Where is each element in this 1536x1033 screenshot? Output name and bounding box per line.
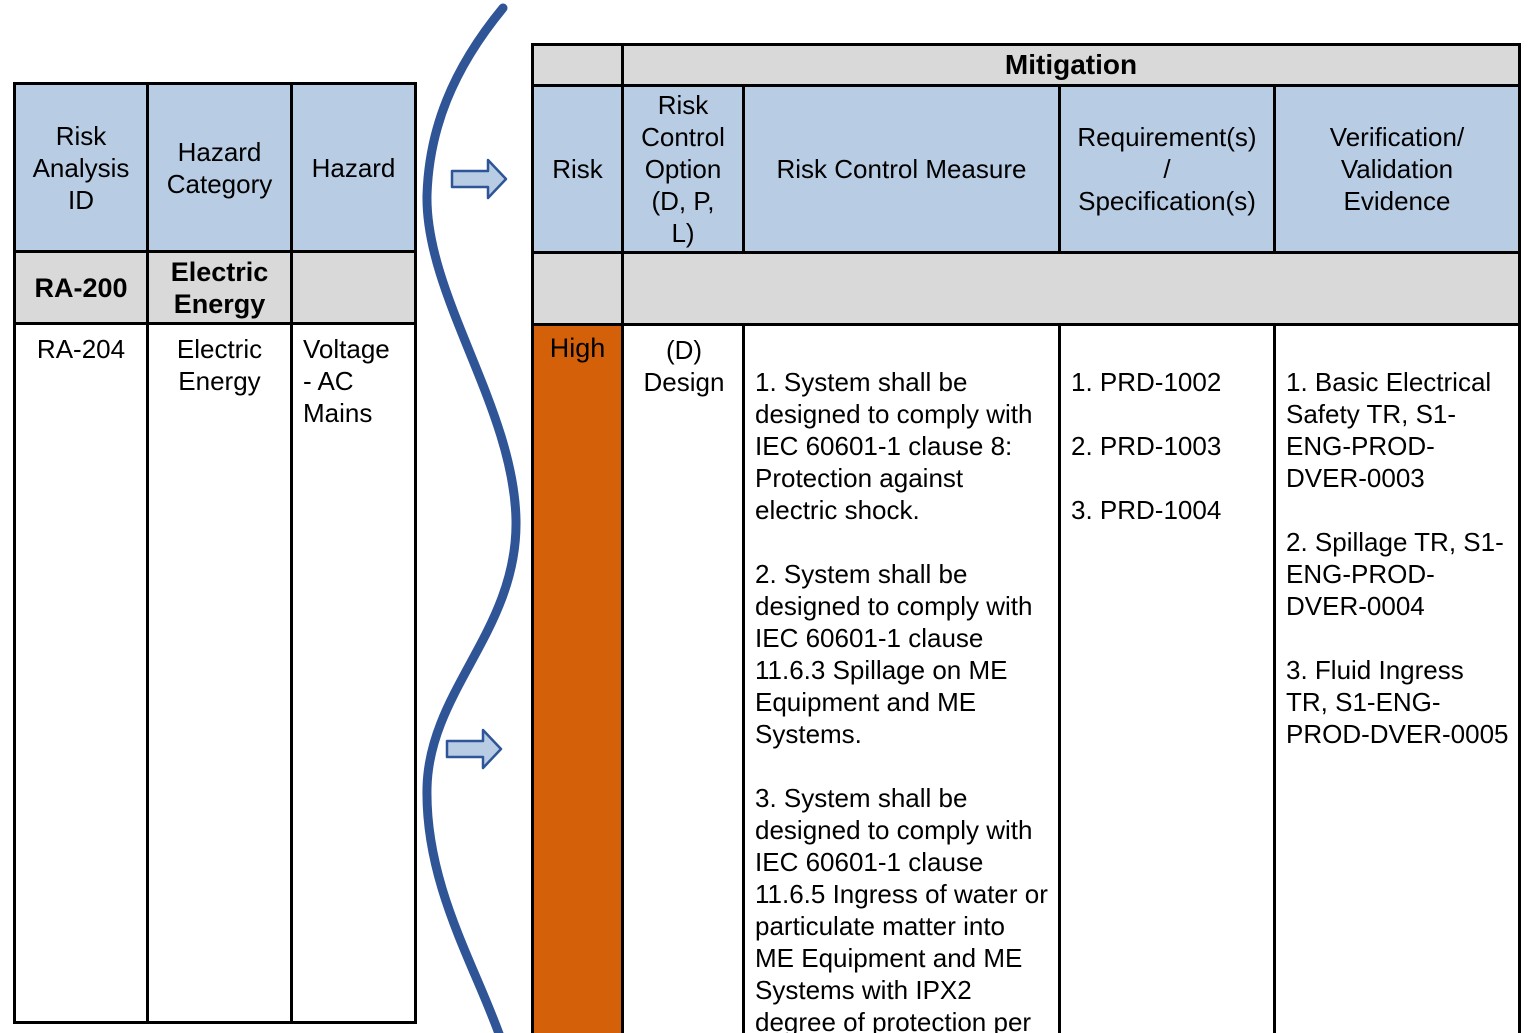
cell-verification-evidence: 1. Basic Electrical Safety TR, S1-ENG-PR… bbox=[1272, 323, 1522, 1033]
cell-risk-control-option: (D) Design bbox=[621, 323, 745, 1033]
evidence-item: 3. Fluid Ingress TR, S1-ENG-PROD-DVER-00… bbox=[1286, 655, 1509, 749]
header-hazard: Hazard bbox=[290, 82, 417, 253]
hazard-table-header-row: Risk Analysis ID Hazard Category Hazard bbox=[13, 82, 417, 253]
category-row-ra-200: RA-200 Electric Energy bbox=[13, 250, 417, 325]
measure-item: 3. System shall be designed to comply wi… bbox=[755, 783, 1048, 1033]
mitigation-group-row: Mitigation bbox=[531, 43, 1522, 87]
cell-hazard-empty bbox=[290, 250, 417, 325]
measure-item: 2. System shall be designed to comply wi… bbox=[755, 559, 1033, 749]
mitigation-row-ra-204: High (D) Design 1. System shall be desig… bbox=[531, 323, 1522, 1033]
cell-risk-analysis-id: RA-204 bbox=[13, 322, 149, 1024]
evidence-item: 2. Spillage TR, S1-ENG-PROD-DVER-0004 bbox=[1286, 527, 1504, 621]
flow-arrow-bottom-icon bbox=[445, 728, 503, 770]
hazard-table: Risk Analysis ID Hazard Category Hazard … bbox=[13, 82, 417, 1024]
header-requirements-specifications: Requirement(s) / Specification(s) bbox=[1058, 84, 1276, 254]
flow-arrow-top-icon bbox=[450, 158, 508, 200]
measure-item: 1. System shall be designed to comply wi… bbox=[755, 367, 1033, 525]
cell-spacer-mitigation bbox=[620, 251, 1522, 326]
requirement-item: 3. PRD-1004 bbox=[1071, 495, 1222, 525]
header-risk: Risk bbox=[531, 84, 624, 254]
cell-risk-control-measure: 1. System shall be designed to comply wi… bbox=[742, 323, 1061, 1033]
cell-hazard-category: Electric Energy bbox=[146, 250, 293, 325]
header-mitigation: Mitigation bbox=[620, 43, 1522, 87]
evidence-item: 1. Basic Electrical Safety TR, S1-ENG-PR… bbox=[1286, 367, 1492, 493]
page-break-curve bbox=[422, 3, 521, 1033]
requirement-item: 2. PRD-1003 bbox=[1071, 431, 1222, 461]
cell-risk-analysis-id: RA-200 bbox=[13, 250, 149, 325]
header-hazard-category: Hazard Category bbox=[146, 82, 293, 253]
header-risk-control-measure: Risk Control Measure bbox=[742, 84, 1061, 254]
header-risk-control-option: Risk Control Option (D, P, L) bbox=[621, 84, 745, 254]
cell-group-spacer bbox=[531, 43, 624, 87]
header-risk-analysis-id: Risk Analysis ID bbox=[13, 82, 149, 253]
header-verification-validation-evidence: Verification/ Validation Evidence bbox=[1272, 84, 1522, 254]
requirement-item: 1. PRD-1002 bbox=[1071, 367, 1222, 397]
hazard-row-ra-204: RA-204 Electric Energy Voltage - AC Main… bbox=[13, 322, 417, 1024]
mitigation-table: Mitigation Risk Risk Control Option (D, … bbox=[531, 43, 1522, 1033]
mitigation-table-header-row: Risk Risk Control Option (D, P, L) Risk … bbox=[531, 84, 1522, 254]
cell-spacer-risk bbox=[531, 251, 624, 326]
cell-hazard-category: Electric Energy bbox=[146, 322, 293, 1024]
cell-requirements: 1. PRD-1002 2. PRD-1003 3. PRD-1004 bbox=[1058, 323, 1276, 1033]
cell-hazard: Voltage - AC Mains bbox=[290, 322, 417, 1024]
cell-risk-level-badge: High bbox=[531, 323, 624, 1033]
spacer-row bbox=[531, 251, 1522, 326]
